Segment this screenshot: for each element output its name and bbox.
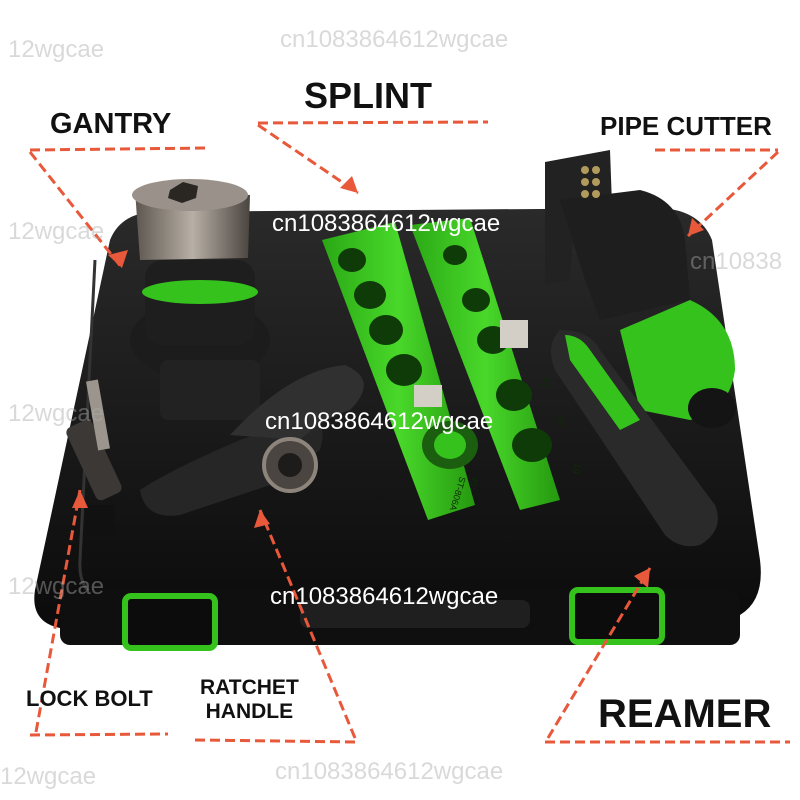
pipe-cutter-label: PIPE CUTTER xyxy=(600,111,772,141)
arrow-icon xyxy=(340,176,358,193)
watermark: 12wgcae xyxy=(0,763,97,790)
gantry-tool xyxy=(130,179,270,420)
splint-label: SPLINT xyxy=(304,75,433,116)
watermark: cn1083864612wgcae xyxy=(270,583,499,610)
reamer-label: REAMER xyxy=(598,692,772,736)
watermark: cn10838 xyxy=(690,248,783,275)
pipe-cutter xyxy=(545,150,736,428)
angle-marking: 45° xyxy=(467,475,481,491)
watermark: cn1083864612wgcae xyxy=(272,210,501,237)
arrow-icon xyxy=(634,568,650,588)
ratchet-handle xyxy=(140,365,364,516)
watermark: 12wgcae xyxy=(8,400,105,427)
gantry-label: GANTRY xyxy=(50,108,172,140)
ratchet-handle-label: RATCHET HANDLE xyxy=(200,676,299,724)
arrow-icon xyxy=(257,123,359,195)
reamer xyxy=(551,330,718,547)
arrow-icon xyxy=(257,120,489,125)
size-marking-16: 16 xyxy=(554,413,568,427)
ratchet-handle-label-line1: RATCHET xyxy=(200,676,299,699)
arrow-icon xyxy=(258,509,357,739)
arrow-icon xyxy=(28,151,124,269)
splint-bars: 12 16 19 ST-806A 45° xyxy=(322,218,583,520)
size-marking-12: 12 xyxy=(539,375,553,389)
arrow-icon xyxy=(194,738,361,744)
lock-bolt-label: LOCK BOLT xyxy=(26,686,153,711)
left-latch xyxy=(122,593,218,651)
right-latch xyxy=(569,587,665,645)
annotation-arrows xyxy=(28,120,790,744)
watermark: cn1083864612wgcae xyxy=(275,758,504,785)
arrow-icon xyxy=(688,218,704,236)
size-marking-19: 19 xyxy=(569,461,583,475)
ratchet-handle-label-line2: HANDLE xyxy=(205,700,294,723)
lock-bolt xyxy=(66,379,122,535)
watermark: 12wgcae xyxy=(8,218,105,245)
arrow-icon xyxy=(72,490,88,508)
arrow-icon xyxy=(686,150,780,238)
arrow-icon xyxy=(108,250,128,268)
arrow-icon xyxy=(29,146,211,152)
watermark: 12wgcae xyxy=(8,573,105,600)
watermark: cn1083864612wgcae xyxy=(280,26,509,53)
case-handle xyxy=(300,600,530,628)
arrow-icon xyxy=(546,567,652,739)
arrow-icon xyxy=(34,489,82,733)
arrow-icon xyxy=(29,732,169,737)
watermark: 12wgcae xyxy=(8,36,105,63)
arrow-icon xyxy=(254,510,270,528)
arrow-heads xyxy=(72,176,704,588)
watermark: cn1083864612wgcae xyxy=(265,408,494,435)
